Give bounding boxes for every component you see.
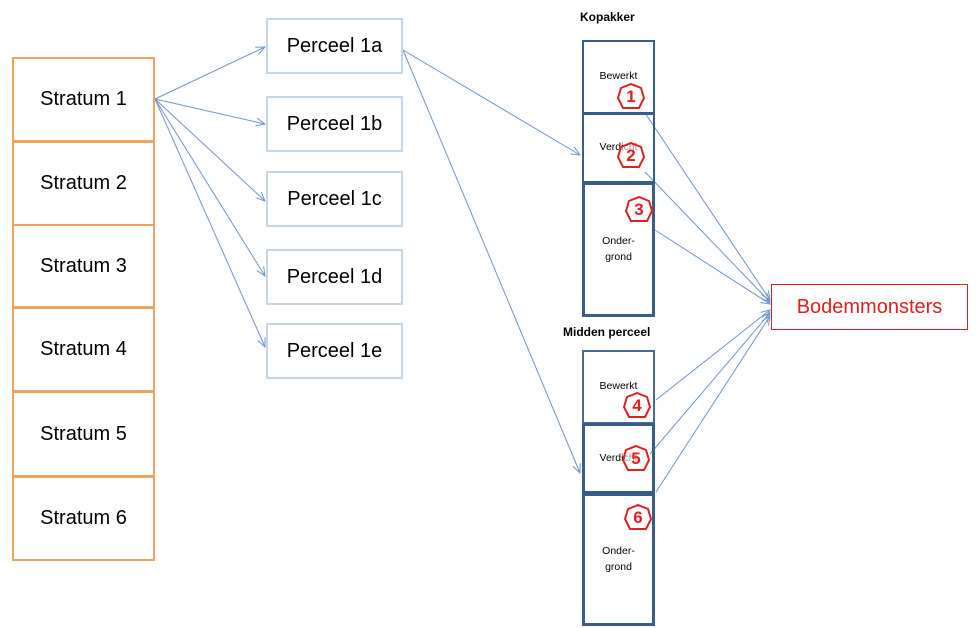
perceel-1e: Perceel 1e bbox=[266, 323, 403, 379]
heptagon-icon bbox=[621, 444, 651, 471]
stratum-1: Stratum 1 bbox=[12, 57, 155, 142]
arrow-stratum1-perceel1d bbox=[154, 98, 265, 276]
sample-marker-5-label: 5 bbox=[631, 449, 641, 468]
arrow-perceel1a-midden bbox=[402, 49, 580, 473]
arrow-stratum1-perceel1a bbox=[154, 47, 265, 100]
heptagon-icon bbox=[623, 503, 653, 530]
arrow-stratum1-perceel1b bbox=[154, 98, 265, 124]
perceel-1d: Perceel 1d bbox=[266, 249, 403, 305]
sample-marker-4-label: 4 bbox=[632, 396, 642, 415]
stratum-5: Stratum 5 bbox=[12, 391, 155, 477]
stratum-4: Stratum 4 bbox=[12, 307, 155, 392]
arrow-marker5-bodem bbox=[649, 313, 770, 455]
arrow-marker2-bodem bbox=[644, 171, 770, 302]
stratum-6: Stratum 6 bbox=[12, 476, 155, 561]
sample-marker-3-label: 3 bbox=[634, 200, 644, 219]
sample-marker-3: 3 bbox=[624, 195, 654, 225]
arrow-marker3-bodem bbox=[654, 229, 770, 304]
arrow-perceel1a-kopakker bbox=[402, 49, 580, 155]
sample-marker-1-label: 1 bbox=[626, 87, 636, 106]
arrow-stratum1-perceel1e bbox=[154, 98, 265, 347]
kopakker-title: Kopakker bbox=[580, 10, 635, 24]
heptagon-icon bbox=[616, 82, 646, 109]
perceel-1c: Perceel 1c bbox=[266, 171, 403, 227]
arrow-marker1-bodem bbox=[644, 112, 770, 300]
midden-ondergrond-label: Onder- grond bbox=[602, 544, 635, 573]
perceel-1a: Perceel 1a bbox=[266, 18, 403, 74]
sample-marker-2: 2 bbox=[616, 141, 646, 171]
kopakker-ondergrond-label: Onder- grond bbox=[602, 234, 635, 263]
sample-marker-1: 1 bbox=[616, 82, 646, 112]
perceel-1b: Perceel 1b bbox=[266, 96, 403, 152]
kopakker-bewerkt-label: Bewerkt bbox=[599, 70, 638, 83]
sample-marker-6-label: 6 bbox=[633, 508, 643, 527]
midden-title: Midden perceel bbox=[563, 325, 651, 339]
heptagon-icon bbox=[622, 391, 652, 418]
bodemmonsters-box: Bodemmonsters bbox=[771, 284, 968, 330]
heptagon-icon bbox=[624, 195, 654, 222]
arrow-marker4-bodem bbox=[655, 310, 770, 401]
arrow-marker6-bodem bbox=[655, 316, 770, 493]
sample-marker-4: 4 bbox=[622, 391, 652, 421]
sample-marker-2-label: 2 bbox=[626, 146, 636, 165]
stratum-3: Stratum 3 bbox=[12, 224, 155, 308]
kopakker-layer-ondergrond: Onder- grond bbox=[582, 182, 655, 317]
sample-marker-6: 6 bbox=[623, 503, 653, 533]
midden-bewerkt-label: Bewerkt bbox=[599, 380, 638, 393]
midden-layer-ondergrond: Onder- grond bbox=[582, 493, 655, 626]
sample-marker-5: 5 bbox=[621, 444, 651, 474]
arrow-stratum1-perceel1c bbox=[154, 98, 265, 201]
heptagon-icon bbox=[616, 141, 646, 168]
stratum-2: Stratum 2 bbox=[12, 141, 155, 226]
